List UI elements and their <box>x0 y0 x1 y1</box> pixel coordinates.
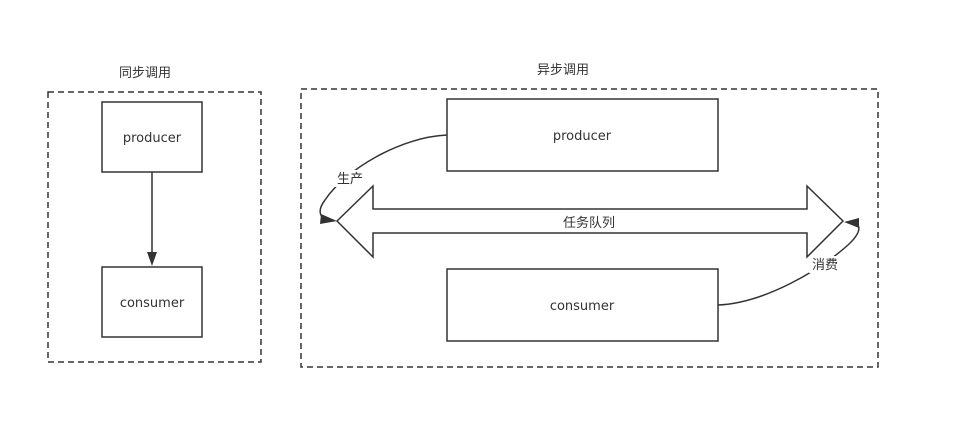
consume-label: 消费 <box>812 258 838 273</box>
async-group: 异步调用 producer 任务队列 生产 消费 consumer <box>300 63 879 368</box>
consume-arrowhead <box>844 218 859 228</box>
consume-label-bg <box>809 256 841 273</box>
task-queue-label: 任务队列 <box>563 215 615 231</box>
async-title: 异步调用 <box>537 63 589 78</box>
sync-consumer-label: consumer <box>120 296 185 311</box>
sync-call-arrowhead <box>147 252 157 266</box>
sync-group: 同步调用 producer consumer <box>47 66 262 363</box>
task-queue-shape[interactable] <box>335 184 845 259</box>
produce-label: 生产 <box>337 172 363 187</box>
async-producer-label: producer <box>553 129 612 144</box>
async-producer-box[interactable] <box>446 98 719 172</box>
sync-producer-label: producer <box>123 131 182 146</box>
produce-arrowhead <box>320 214 337 224</box>
sync-consumer-box[interactable] <box>101 266 203 338</box>
produce-label-bg <box>334 170 366 187</box>
async-consumer-box[interactable] <box>446 268 719 342</box>
sync-container <box>47 91 262 363</box>
sync-title: 同步调用 <box>119 66 171 81</box>
async-consumer-label: consumer <box>550 299 615 314</box>
async-container <box>300 88 879 368</box>
